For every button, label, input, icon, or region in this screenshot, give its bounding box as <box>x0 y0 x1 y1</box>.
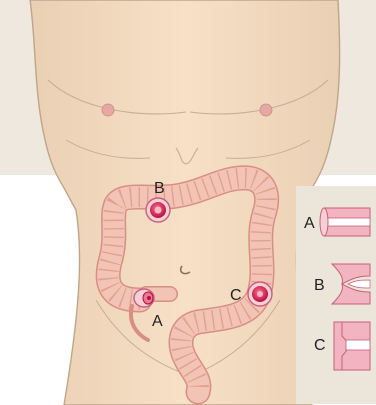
inset-label-a: A <box>304 215 315 232</box>
inset-label-c: C <box>314 337 326 354</box>
label-c: C <box>230 287 242 304</box>
left-nipple <box>102 104 114 116</box>
inset-a-tube <box>320 208 370 236</box>
lesion-a <box>134 289 154 307</box>
label-a: A <box>152 313 163 330</box>
inset-c-ring <box>334 322 370 370</box>
label-b: B <box>154 180 165 197</box>
right-nipple <box>260 104 272 116</box>
lesion-b <box>146 198 170 222</box>
inset-label-b: B <box>314 277 325 294</box>
lesion-c <box>248 282 272 306</box>
